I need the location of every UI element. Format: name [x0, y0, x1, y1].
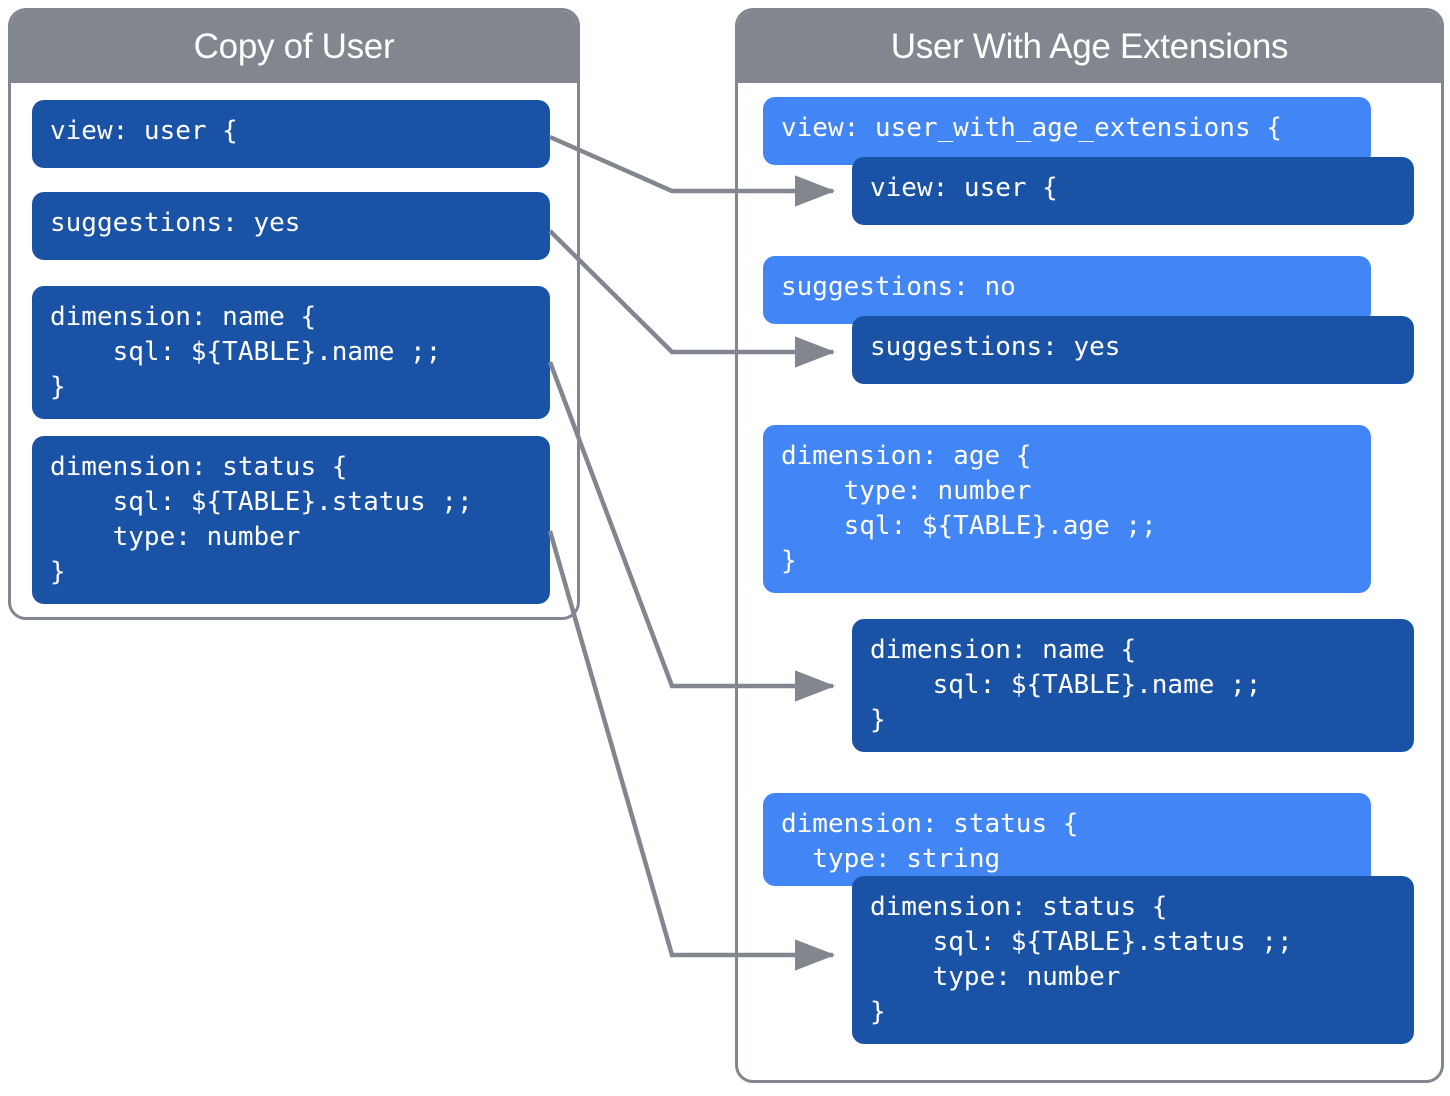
- code-block-right-view-extended: view: user_with_age_extensions {: [763, 97, 1371, 165]
- code-block-right-view-inherited: view: user {: [852, 157, 1414, 225]
- code-block-right-suggestions-override: suggestions: no: [763, 256, 1371, 324]
- code-block-left-dimension-status: dimension: status { sql: ${TABLE}.status…: [32, 436, 550, 604]
- panel-right-title: User With Age Extensions: [738, 11, 1441, 83]
- code-block-left-dimension-name: dimension: name { sql: ${TABLE}.name ;; …: [32, 286, 550, 419]
- code-block-right-dimension-age: dimension: age { type: number sql: ${TAB…: [763, 425, 1371, 593]
- panel-left-title: Copy of User: [11, 11, 577, 83]
- code-block-left-suggestions: suggestions: yes: [32, 192, 550, 260]
- code-block-right-dimension-status-override: dimension: status { type: string: [763, 793, 1371, 886]
- code-block-right-dimension-status-inherited: dimension: status { sql: ${TABLE}.status…: [852, 876, 1414, 1044]
- code-block-right-suggestions-inherited: suggestions: yes: [852, 316, 1414, 384]
- code-block-right-dimension-name-inherited: dimension: name { sql: ${TABLE}.name ;; …: [852, 619, 1414, 752]
- code-block-left-view: view: user {: [32, 100, 550, 168]
